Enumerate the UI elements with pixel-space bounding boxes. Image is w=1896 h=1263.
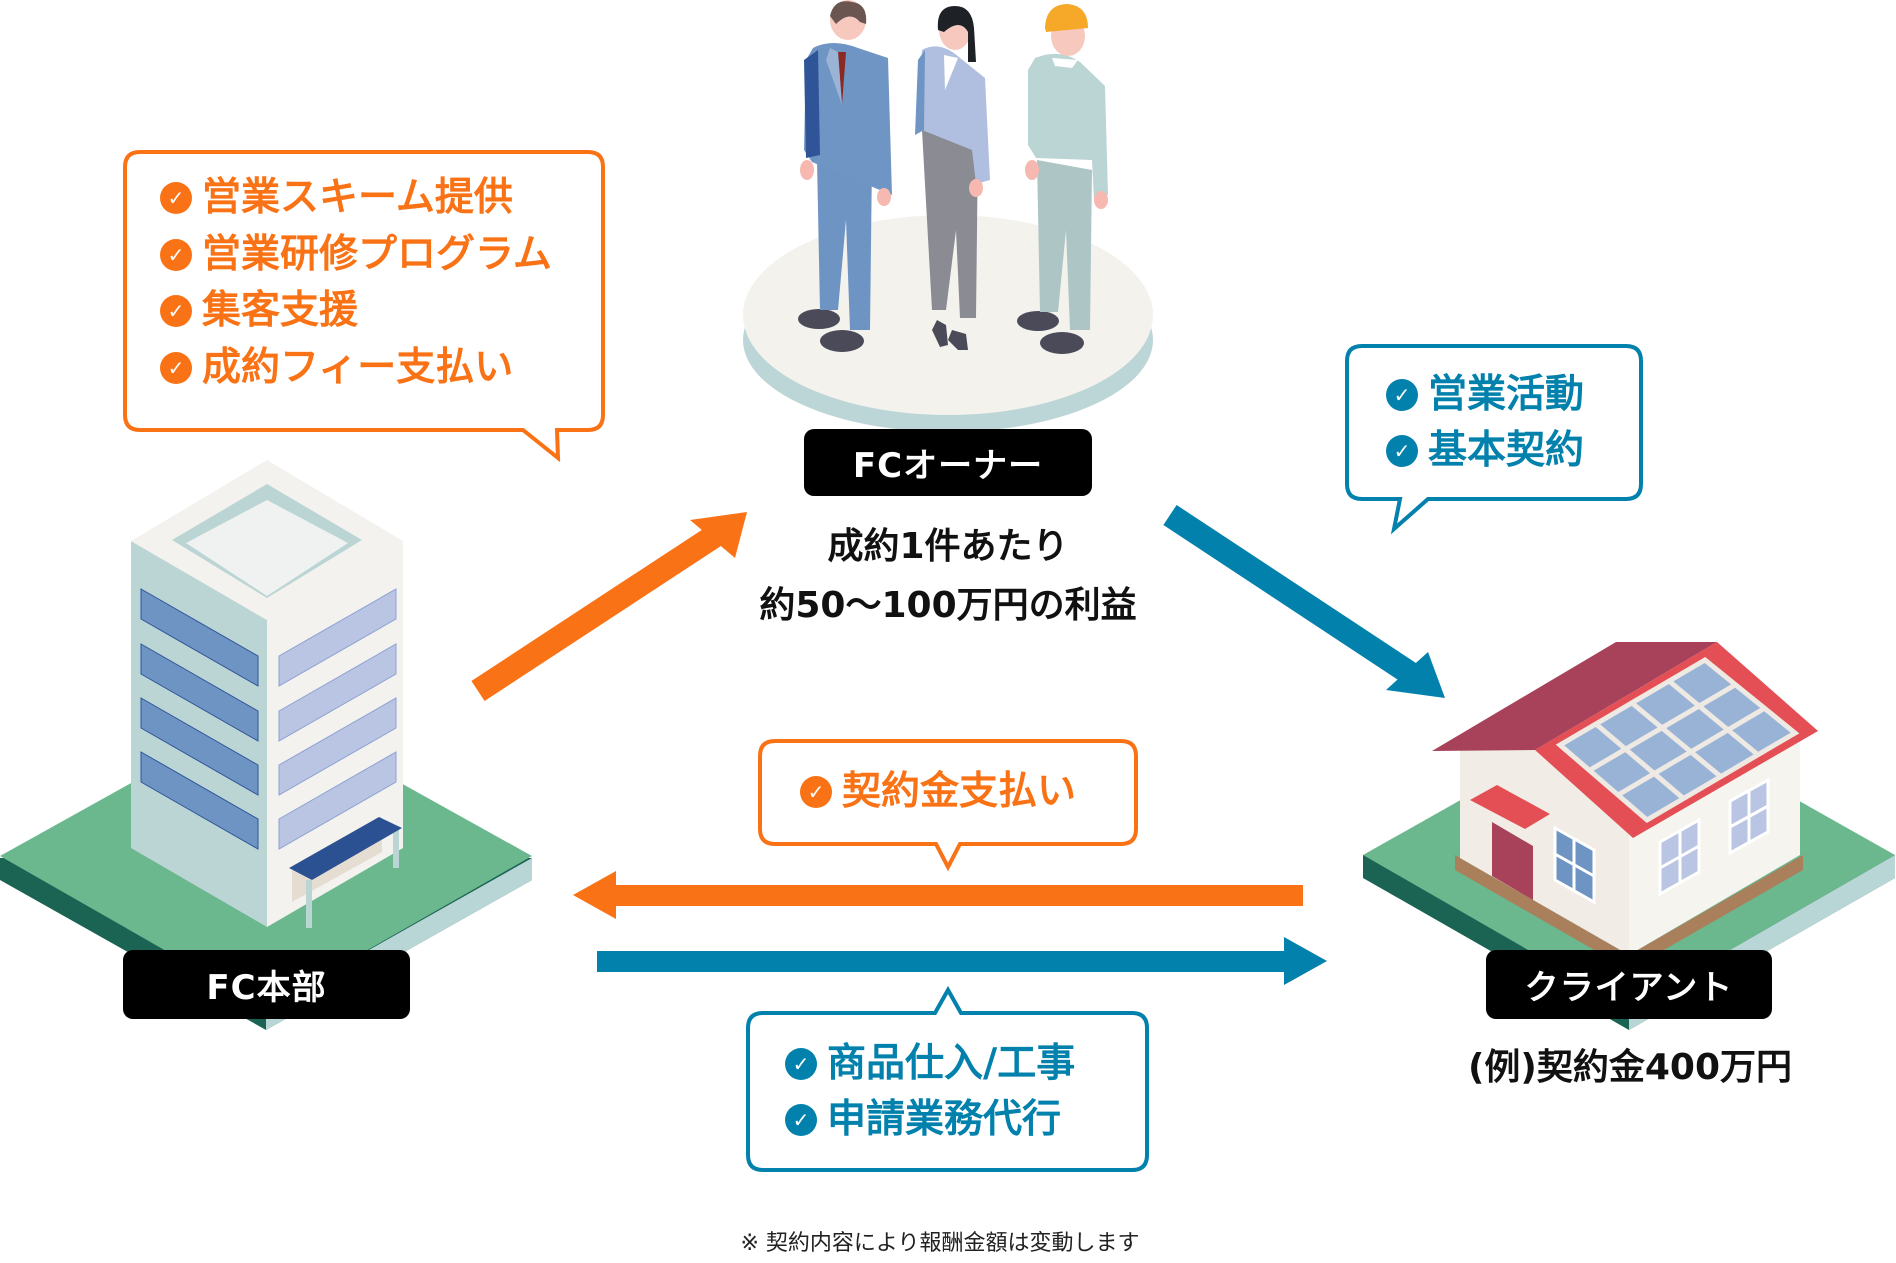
- check-circle-icon: ✓: [1386, 435, 1418, 467]
- businessman-figure: [798, 0, 892, 352]
- arrow-hq-to-client: [597, 937, 1327, 985]
- owner-profit-line1: 成約1件あたり: [827, 526, 1069, 567]
- client-contract-example: (例)契約金400万円: [1467, 1047, 1793, 1088]
- check-circle-icon: ✓: [160, 182, 192, 215]
- solar-panels: [1555, 656, 1800, 824]
- office-building-icon: [0, 460, 532, 1030]
- construction-worker-figure: [1017, 4, 1108, 354]
- list-item: ✓申請業務代行: [785, 1092, 1075, 1148]
- check-circle-icon: ✓: [160, 351, 192, 384]
- check-circle-icon: ✓: [160, 238, 192, 271]
- owner-profit-line2: 約50〜100万円の利益: [759, 585, 1137, 626]
- businesswoman-figure: [915, 6, 990, 350]
- client-payment-list: ✓契約金支払い: [800, 764, 1076, 820]
- list-item: ✓営業スキーム提供: [160, 170, 552, 227]
- building-windows-right: [278, 588, 397, 850]
- list-item: ✓成約フィー支払い: [160, 340, 552, 397]
- list-item: ✓商品仕入/工事: [785, 1036, 1075, 1092]
- building-windows-left: [140, 588, 259, 850]
- hq-services-list: ✓営業スキーム提供 ✓営業研修プログラム ✓集客支援 ✓成約フィー支払い: [160, 170, 552, 396]
- owner-activities-list: ✓営業活動 ✓基本契約: [1386, 367, 1584, 479]
- business-people-icon: [798, 0, 1108, 354]
- owner-label: FCオーナー: [804, 429, 1092, 496]
- bubble-outline-hq-services: [123, 150, 605, 463]
- list-item: ✓基本契約: [1386, 423, 1584, 479]
- check-circle-icon: ✓: [785, 1104, 817, 1136]
- list-item: ✓集客支援: [160, 283, 552, 340]
- bubble-outline-client-payment: [758, 739, 1138, 872]
- list-item: ✓営業活動: [1386, 367, 1584, 423]
- house-windows: [1553, 777, 1770, 905]
- footnote: ※ 契約内容により報酬金額は変動します: [740, 1231, 1140, 1256]
- bubble-outline-owner-activities: [1345, 344, 1643, 535]
- arrow-owner-to-client: [1163, 504, 1445, 698]
- list-item: ✓契約金支払い: [800, 764, 1076, 820]
- client-label: クライアント: [1486, 950, 1772, 1019]
- arrow-hq-to-owner: [471, 512, 747, 702]
- check-circle-icon: ✓: [800, 776, 832, 808]
- headquarters-label: FC本部: [123, 950, 410, 1019]
- hq-delivery-list: ✓商品仕入/工事 ✓申請業務代行: [785, 1036, 1075, 1148]
- list-item: ✓営業研修プログラム: [160, 227, 552, 284]
- arrow-client-to-hq: [573, 871, 1303, 919]
- check-circle-icon: ✓: [785, 1048, 817, 1080]
- check-circle-icon: ✓: [160, 295, 192, 328]
- check-circle-icon: ✓: [1386, 379, 1418, 411]
- bubble-outline-hq-delivery: [746, 985, 1149, 1172]
